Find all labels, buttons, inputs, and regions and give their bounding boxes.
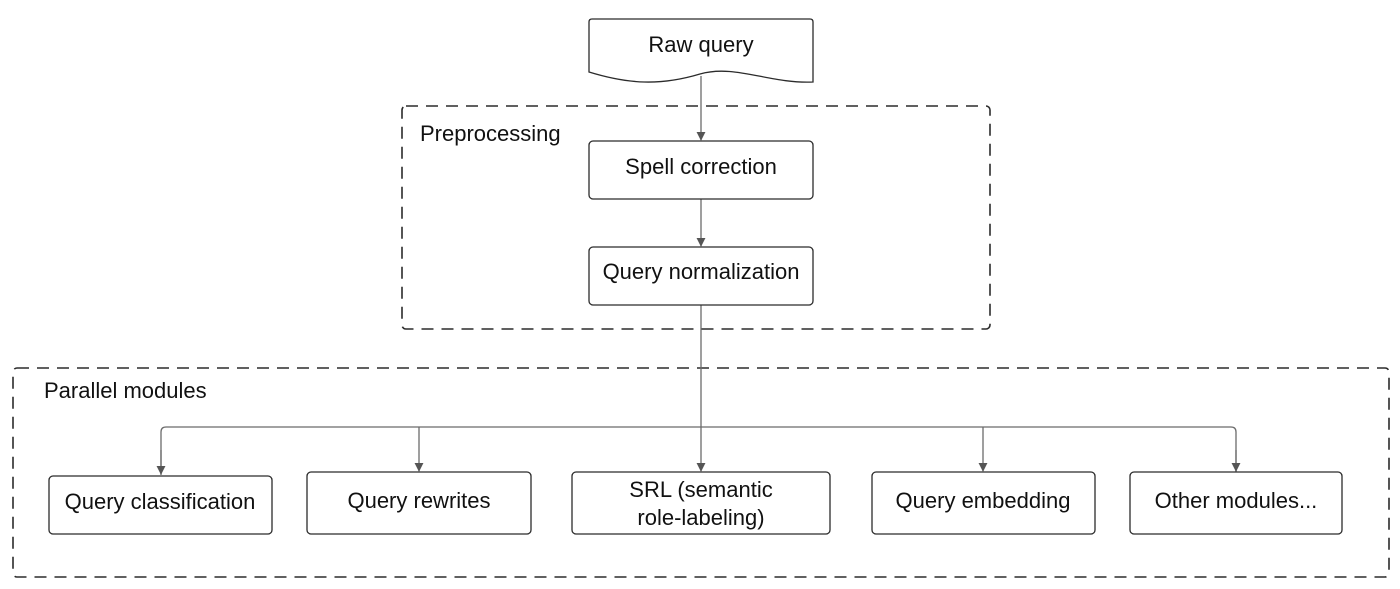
query-rewrites-label: Query rewrites	[347, 488, 490, 513]
query-embedding-node	[871, 471, 1096, 535]
srl-label-line2: role-labeling)	[637, 505, 764, 530]
spell-correction-node	[588, 140, 814, 200]
query-rewrites-node	[306, 471, 532, 535]
preprocessing-group	[401, 105, 991, 330]
query-normalization-node	[588, 246, 814, 306]
preprocessing-group-label: Preprocessing	[420, 121, 561, 146]
query-embedding-label: Query embedding	[896, 488, 1071, 513]
query-classification-label: Query classification	[65, 489, 256, 514]
parallel-modules-group-label: Parallel modules	[44, 378, 207, 403]
other-modules-node	[1129, 471, 1343, 535]
srl-node	[571, 471, 831, 535]
query-normalization-label: Query normalization	[603, 259, 800, 284]
raw-query-node	[588, 18, 814, 83]
srl-label-line1: SRL (semantic	[629, 477, 772, 502]
edge-bus	[160, 426, 1237, 475]
query-classification-node	[48, 475, 273, 535]
other-modules-label: Other modules...	[1155, 488, 1318, 513]
spell-correction-label: Spell correction	[625, 154, 777, 179]
raw-query-label: Raw query	[648, 32, 753, 57]
